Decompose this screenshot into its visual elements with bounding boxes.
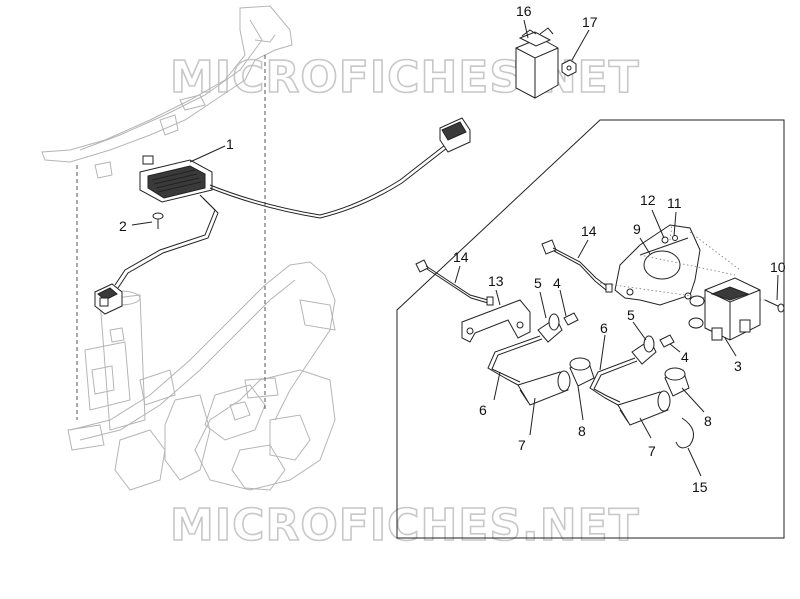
bracket-screw [672,235,678,241]
callout-14-left: 14 [453,249,469,265]
callout-16: 16 [516,3,532,19]
callout-8-left: 8 [578,423,586,439]
wiring-harness [114,144,448,289]
callout-14-right: 14 [581,223,597,239]
vehicle-frame [41,5,336,491]
spark-plug-connector-right [631,335,657,365]
callout-15: 15 [692,479,708,495]
spark-plug-cap-right [617,390,671,426]
connector-nut-left [563,312,579,326]
callout-4-right: 4 [681,349,689,365]
callout-5-right: 5 [627,307,635,323]
sensor-lead-right [541,239,613,293]
connector-nut-right [659,334,675,348]
callout-8-right: 8 [704,413,712,429]
callout-5-left: 5 [534,275,542,291]
spark-plug-cap-left [517,370,571,406]
regulator-screw [152,212,164,229]
callout-13: 13 [488,273,504,289]
ignition-coil [688,277,761,341]
retaining-clip [675,417,695,449]
callout-7-right: 7 [648,443,656,459]
voltage-regulator [139,155,213,203]
callout-4-left: 4 [553,275,561,291]
callout-12: 12 [640,192,656,208]
callout-6-right: 6 [600,320,608,336]
inset-frame [396,119,785,539]
leader-lines [131,19,779,477]
ignition-coil-bracket [614,224,701,306]
watermark-top: MICROFICHES.NET [170,52,640,103]
harness-connector-top [439,117,471,153]
ht-lead-left [487,335,543,386]
watermark-bottom: MICROFICHES.NET [170,500,640,551]
callout-2: 2 [119,218,127,234]
harness-connector-bottom [94,283,123,315]
callout-6-left: 6 [479,402,487,418]
assembly-lines [599,224,765,301]
lead-bracket [461,299,531,343]
callout-9: 9 [633,221,641,237]
rubber-boot-left [569,357,595,387]
callout-1: 1 [226,136,234,152]
callout-10: 10 [770,259,786,275]
callout-7-left: 7 [518,437,526,453]
ht-lead-right [589,357,638,406]
relay [515,27,559,99]
coil-screw [764,299,785,313]
spark-plug-connector-left [537,313,563,343]
bracket-washer [661,236,669,244]
callout-17: 17 [582,14,598,30]
callout-11: 11 [667,195,682,211]
sensor-lead-left [415,259,494,306]
relay-nut [561,59,577,77]
callout-3: 3 [734,358,742,374]
